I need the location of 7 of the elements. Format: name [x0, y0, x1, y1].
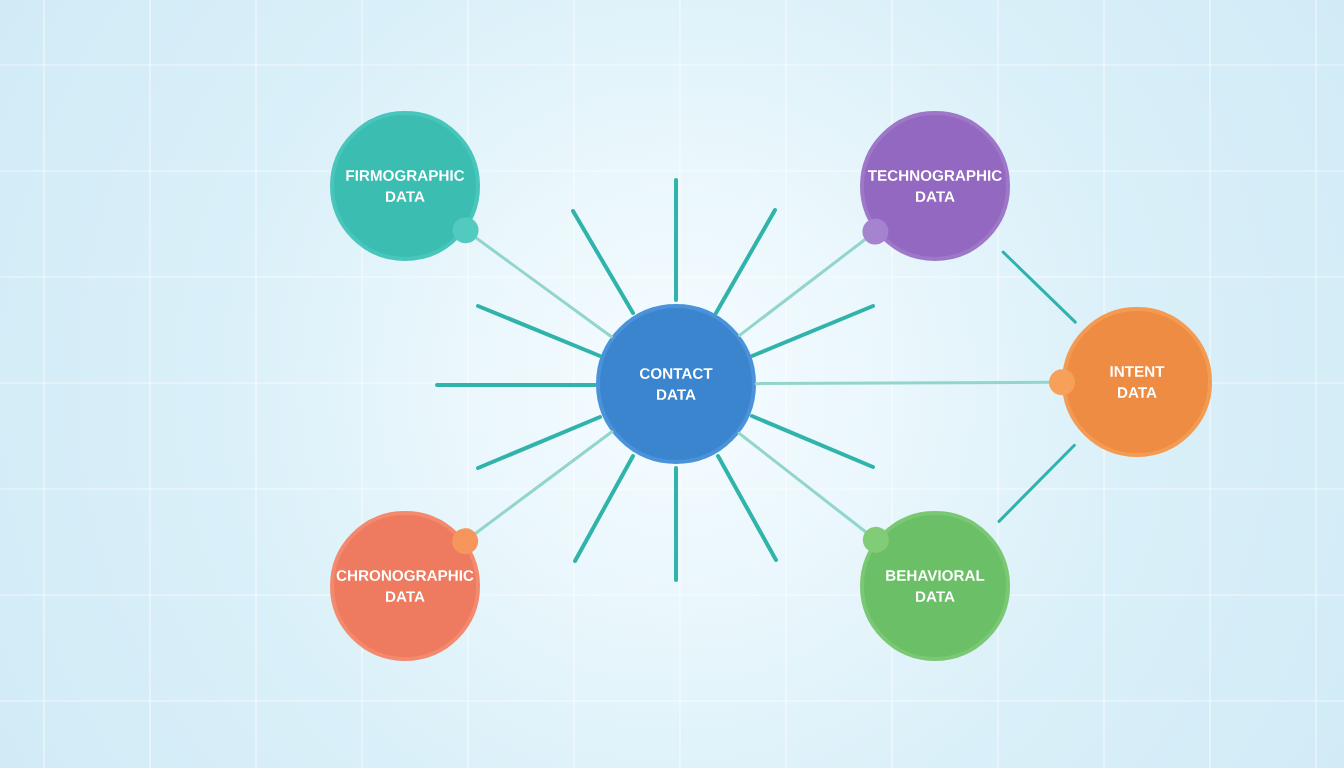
connector-line — [738, 218, 889, 337]
connector-line — [737, 431, 889, 553]
connector-line — [754, 369, 1075, 396]
connector-line — [452, 430, 614, 555]
connector-line — [1001, 250, 1077, 324]
connector-line — [997, 443, 1076, 523]
connector-line — [452, 217, 613, 339]
